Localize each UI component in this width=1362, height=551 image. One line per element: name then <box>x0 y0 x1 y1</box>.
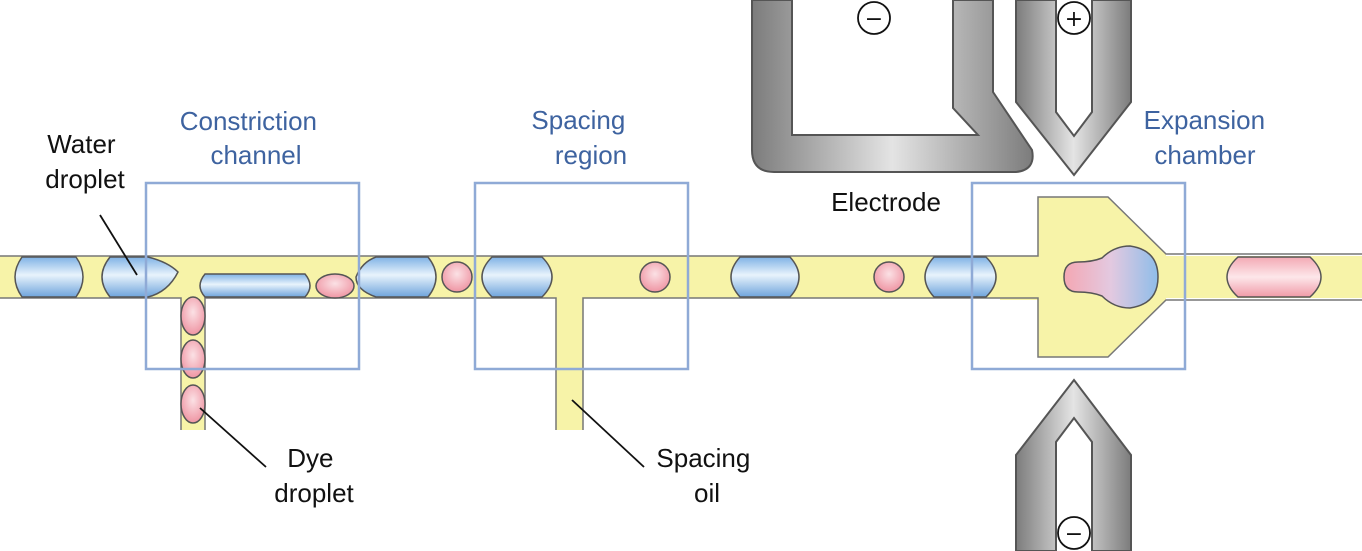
spacing-region-box <box>473 181 690 371</box>
spacing-region-label: Spacing region <box>531 105 632 170</box>
polarity-top-left: − <box>857 1 891 35</box>
dye-droplet <box>315 273 355 299</box>
dye-droplet <box>180 339 206 379</box>
spacing-oil-leader <box>571 399 645 468</box>
polarity-top-left-symbol: − <box>865 7 883 32</box>
expansion-chamber-box <box>970 181 1187 371</box>
constriction-channel-box <box>144 181 361 371</box>
water-droplet <box>101 256 179 298</box>
merged-droplet <box>1063 245 1159 309</box>
electrode-top-left <box>751 0 1034 173</box>
spacing-oil-label: Spacing oil <box>656 443 757 508</box>
channel-outline-top <box>0 196 1362 257</box>
dye-droplet-elongated <box>1226 256 1322 298</box>
water-droplet-leader <box>99 214 138 276</box>
dye-droplet <box>180 384 206 424</box>
polarity-top-right: + <box>1057 1 1091 35</box>
dye-droplet <box>180 296 206 336</box>
droplets <box>14 245 1322 424</box>
electrode-bottom <box>1015 378 1132 551</box>
expansion-chamber-label: Expansion chamber <box>1144 105 1273 170</box>
polarity-top-right-symbol: + <box>1065 7 1083 32</box>
water-droplet-label: Water droplet <box>45 129 125 194</box>
water-droplet <box>730 256 800 298</box>
water-droplet <box>924 256 997 298</box>
spacing-oil-channel <box>556 296 583 430</box>
dye-droplet-leader <box>199 407 267 468</box>
dye-droplet-label: Dye droplet <box>274 443 354 508</box>
electrode-top-right <box>1015 0 1132 177</box>
water-droplet <box>355 256 437 298</box>
electrode-label: Electrode <box>831 187 941 217</box>
water-droplet <box>14 256 84 298</box>
polarity-bottom-symbol: − <box>1065 522 1083 547</box>
constriction-channel-label: Constriction channel <box>180 106 325 170</box>
dye-droplet <box>873 261 905 293</box>
dye-droplet <box>639 261 671 293</box>
dye-droplet <box>441 261 473 293</box>
water-droplet-elongated <box>199 273 311 298</box>
polarity-bottom: − <box>1057 516 1091 550</box>
water-droplet <box>481 256 553 298</box>
